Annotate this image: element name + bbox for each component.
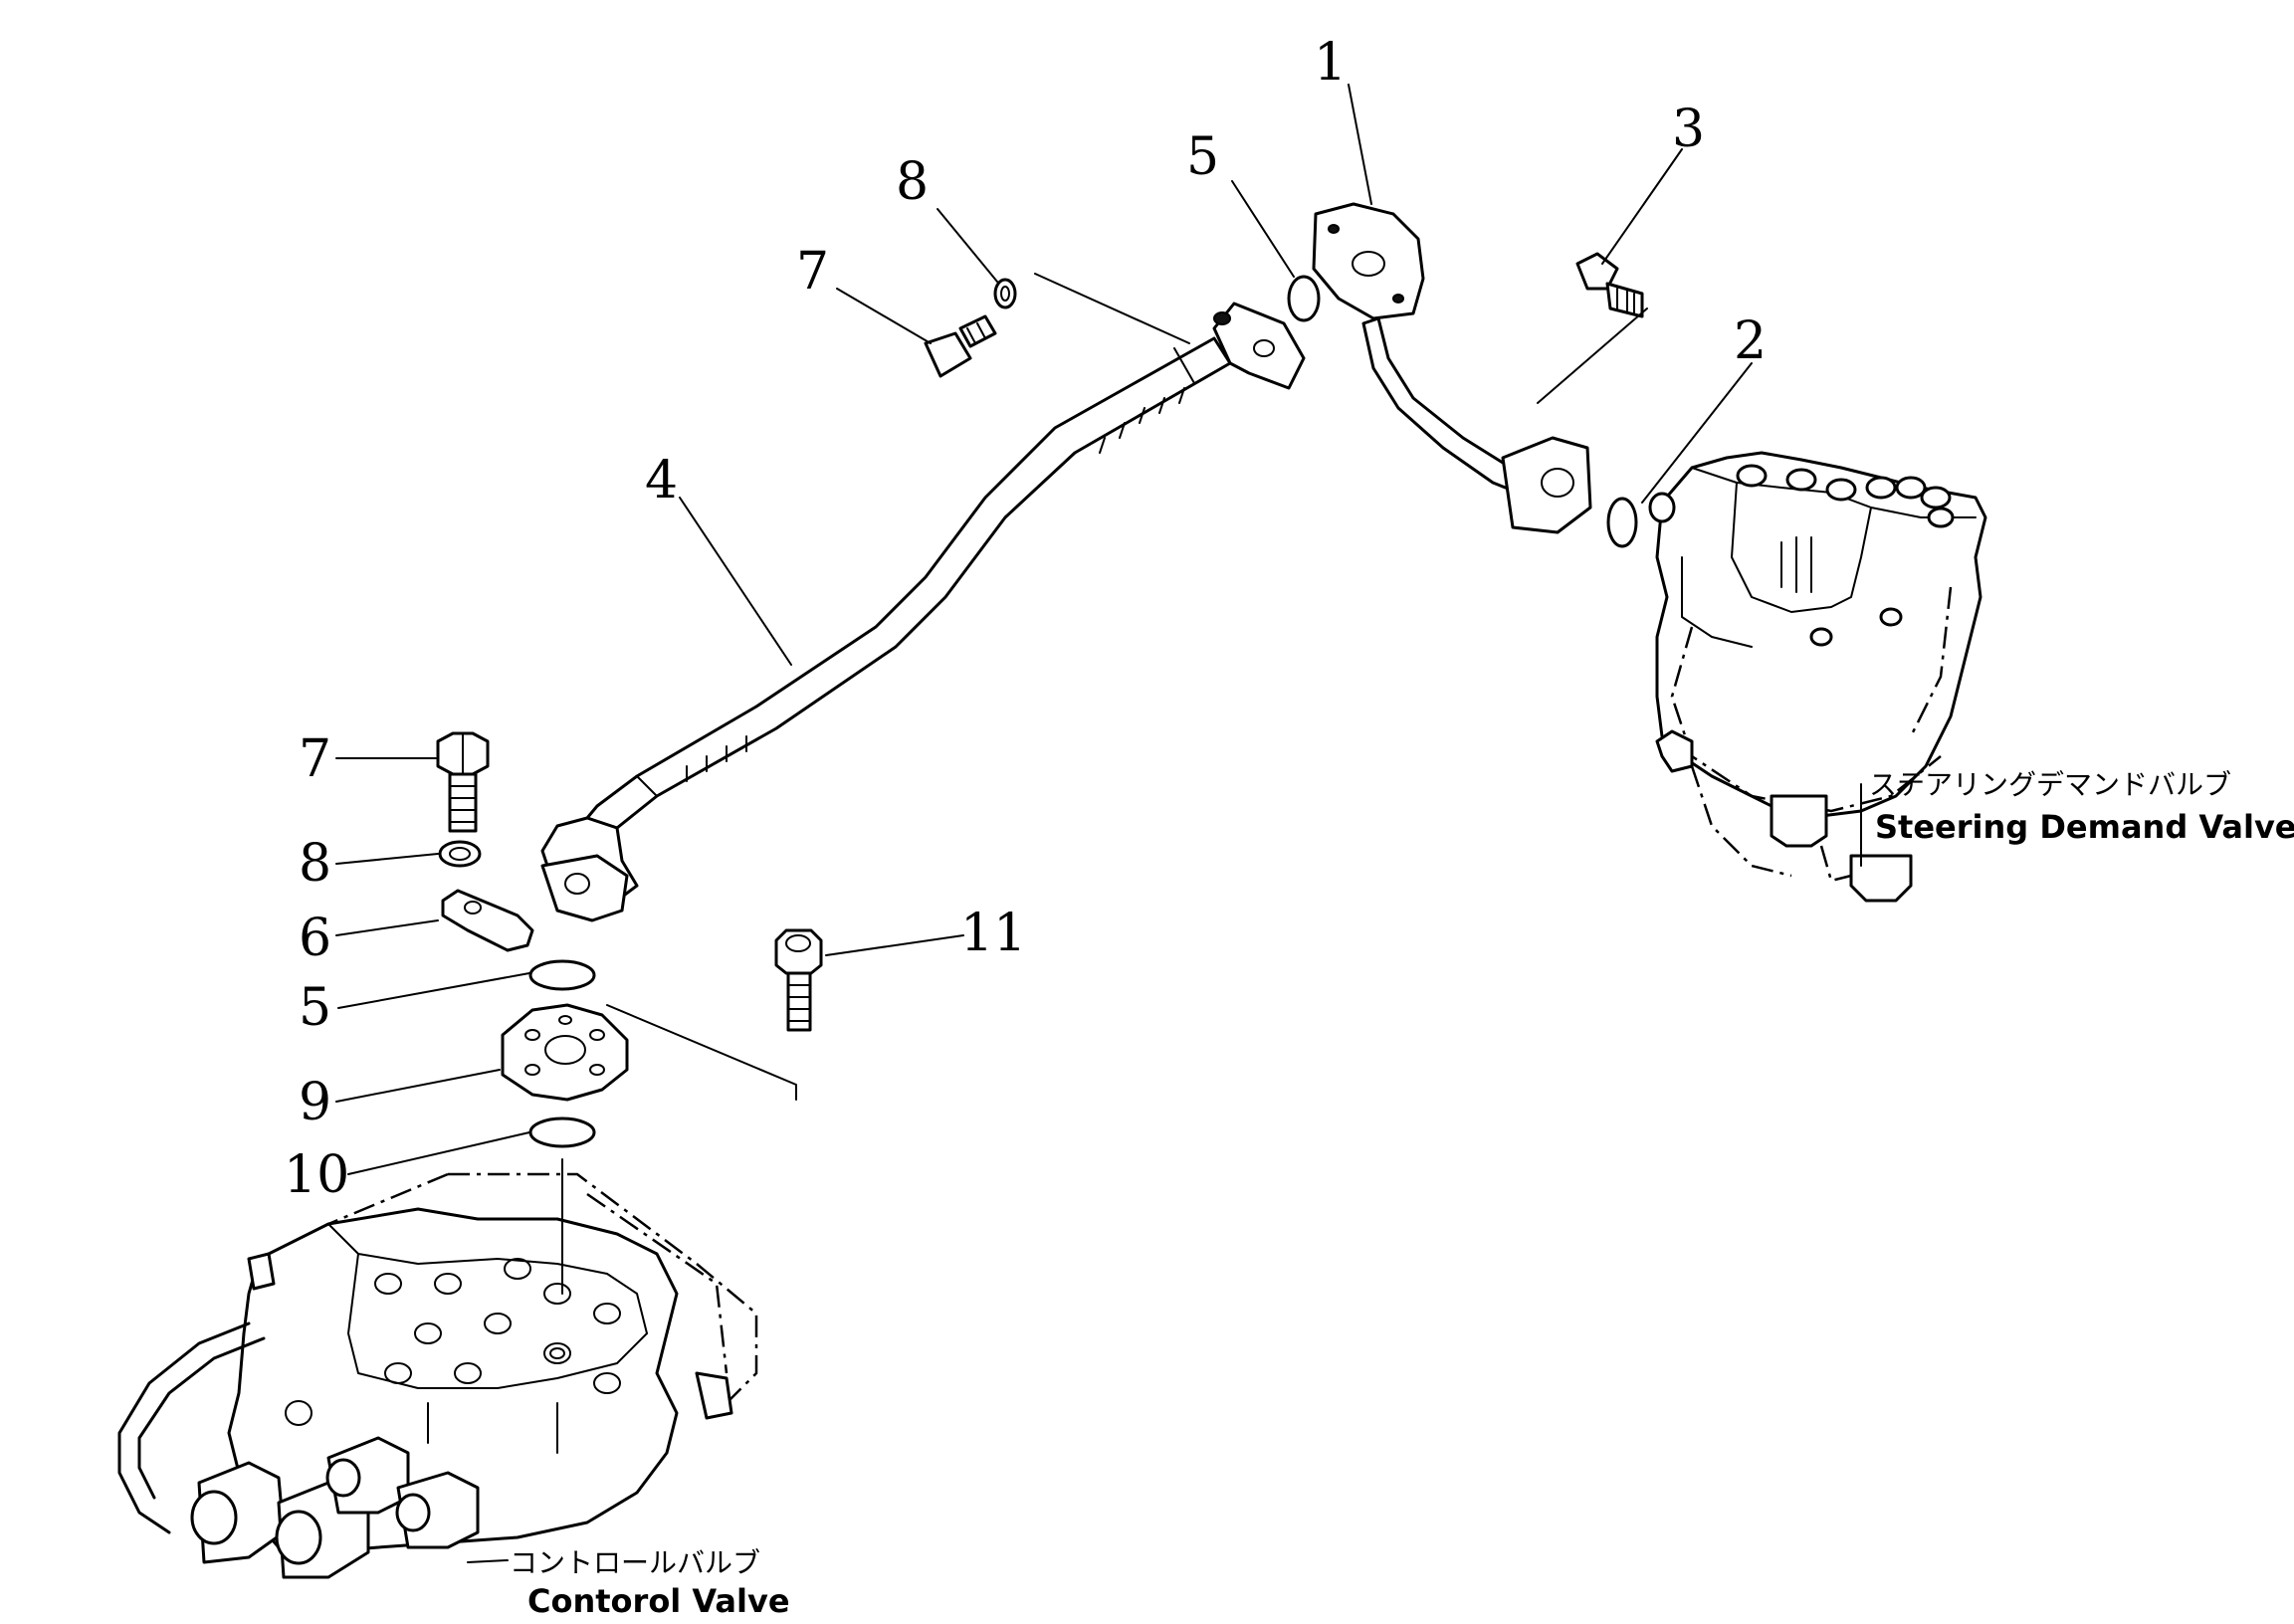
- control-valve-label-en: Contorol Valve: [527, 1582, 790, 1620]
- callout-2: 2: [1734, 311, 1767, 371]
- bolt-3: [1575, 252, 1644, 318]
- callout-5-lower: 5: [299, 978, 331, 1038]
- callout-numbers: 1 2 3 4 5 5 7 7 8 8 6 9 10 11: [284, 33, 1767, 1205]
- steering-valve-label-jp: ステアリングデマンドバルブ: [1869, 768, 2231, 801]
- callout-10: 10: [284, 1145, 349, 1205]
- o-ring-5-upper: [1287, 275, 1321, 322]
- callout-8-upper: 8: [896, 152, 929, 212]
- pipe-4: [540, 302, 1306, 922]
- component-labels: ステアリングデマンドバルブ Steering Demand Valve コントロ…: [510, 768, 2294, 1620]
- callout-7-lower: 7: [299, 729, 331, 789]
- control-valve-label-jp: コントロールバルブ: [510, 1546, 760, 1579]
- callout-8-lower: 8: [299, 834, 331, 894]
- callout-6: 6: [299, 909, 331, 968]
- callout-3: 3: [1672, 100, 1705, 159]
- steering-valve-label-en: Steering Demand Valve: [1875, 808, 2294, 846]
- o-ring-10: [528, 1116, 596, 1148]
- bolt-11: [774, 928, 823, 1032]
- control-valve: [117, 1172, 758, 1579]
- callout-5-upper: 5: [1186, 127, 1219, 187]
- o-ring-2: [1606, 497, 1638, 548]
- o-ring-5-lower: [528, 959, 596, 991]
- callout-1: 1: [1314, 33, 1347, 93]
- leader-lines: [335, 84, 1862, 1563]
- pipe-1: [1312, 202, 1592, 534]
- washer-8-upper: [993, 278, 1017, 309]
- bolt-7-lower: [436, 731, 490, 833]
- flange-9: [501, 1003, 629, 1102]
- callout-11: 11: [960, 904, 1026, 963]
- steering-demand-valve: [1648, 451, 1987, 903]
- callout-7-upper: 7: [796, 242, 829, 302]
- callout-4: 4: [645, 451, 678, 510]
- half-clamp-6: [441, 889, 534, 952]
- assembly-lines: [561, 273, 1648, 1295]
- washer-8-lower: [438, 840, 482, 868]
- callout-9: 9: [299, 1073, 331, 1132]
- bolt-7-upper: [924, 314, 997, 378]
